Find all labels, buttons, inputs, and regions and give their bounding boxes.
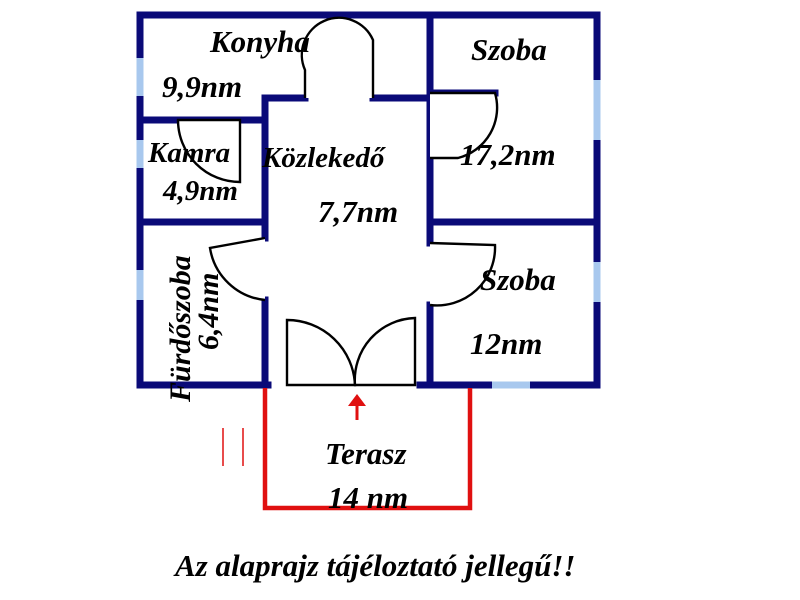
room-name-terasz: Terasz	[325, 436, 407, 471]
room-area-kamra: 4,9nm	[162, 175, 238, 207]
room-area-szoba2: 12nm	[470, 326, 542, 361]
room-name-szoba1: Szoba	[471, 32, 547, 67]
door-entrance-right	[353, 316, 417, 387]
door-konyha	[300, 16, 375, 98]
door-szoba2	[429, 241, 497, 307]
room-name-szoba2: Szoba	[480, 262, 556, 297]
room-area-szoba1: 17,2nm	[460, 137, 556, 172]
terrace-outline	[222, 388, 473, 511]
room-name-kozlekedo: Közlekedő	[261, 142, 386, 174]
disclaimer-text: Az alaprajz tájéloztató jellegű!!	[173, 548, 575, 583]
room-area-kozlekedo: 7,7nm	[318, 194, 398, 229]
room-name-konyha: Konyha	[209, 24, 310, 59]
room-area-konyha: 9,9nm	[162, 69, 242, 104]
door-furdoszoba	[208, 236, 266, 302]
room-name-furdoszoba: Fürdőszoba	[164, 255, 197, 403]
door-entrance-left	[285, 318, 357, 387]
room-area-terasz: 14 nm	[328, 480, 408, 515]
door-kamra	[176, 118, 242, 184]
room-area-furdoszoba: 6,4nm	[192, 272, 225, 350]
doors	[176, 16, 499, 387]
room-name-kamra: Kamra	[147, 137, 230, 169]
entrance-arrow-icon	[348, 394, 366, 420]
windows	[136, 58, 601, 389]
door-szoba1	[430, 91, 499, 160]
